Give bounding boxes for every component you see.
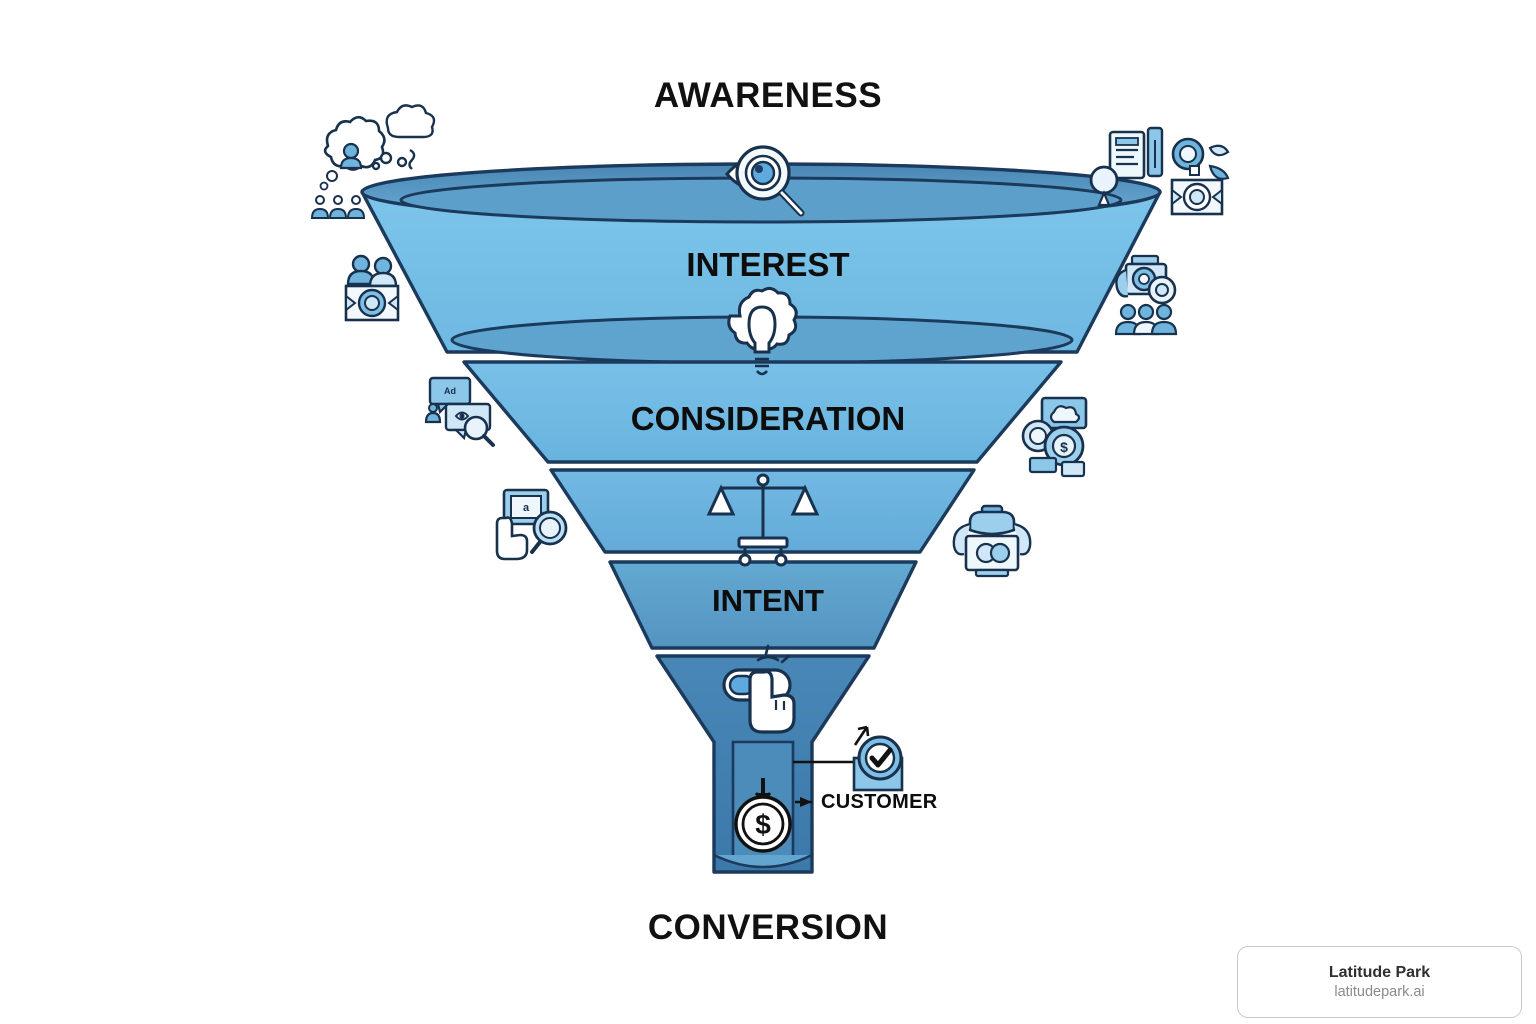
logo-url: latitudepark.ai	[1334, 983, 1425, 1000]
balance-scales-icon	[706, 473, 820, 567]
thought-bubble-people-icon	[310, 115, 386, 219]
camera-media-icon	[1170, 137, 1230, 216]
monitor-click-magnifier-icon: a	[495, 488, 568, 561]
screen-coins-icon: $	[1021, 396, 1088, 478]
dollar-coin-icon: $	[734, 795, 792, 853]
svg-text:$: $	[755, 809, 771, 840]
callout-leader-lines	[793, 725, 870, 807]
camera-people-icon	[1114, 254, 1178, 336]
devices-magnifier-icon	[1089, 126, 1164, 207]
logo-name: Latitude Park	[1328, 963, 1431, 981]
watermark-logo-box: Latitude Park latitudepark.ai	[1237, 946, 1522, 1018]
people-media-frame-icon	[344, 254, 400, 322]
svg-text:Ad: Ad	[444, 386, 456, 396]
toggle-click-icon	[722, 644, 796, 734]
svg-text:a: a	[523, 502, 530, 514]
stage-title-conversion: CONVERSION	[647, 908, 889, 947]
stage-label-intent: INTENT	[712, 583, 824, 618]
callout-label-customer: CUSTOMER	[821, 791, 938, 813]
stage-label-consideration: CONSIDERATION	[630, 400, 906, 437]
eye-magnifier-icon	[725, 145, 805, 217]
stage-title-awareness: AWARENESS	[653, 76, 883, 115]
monitor-shopper-icon	[952, 504, 1032, 578]
thought-cloud-small-icon	[371, 104, 436, 171]
chat-bubbles-magnifier-icon: Ad	[424, 376, 495, 447]
checkmark-badge-icon	[852, 735, 904, 792]
lightbulb-icon	[727, 286, 798, 376]
stage-label-interest: INTEREST	[686, 246, 850, 283]
svg-text:$: $	[1060, 439, 1068, 455]
